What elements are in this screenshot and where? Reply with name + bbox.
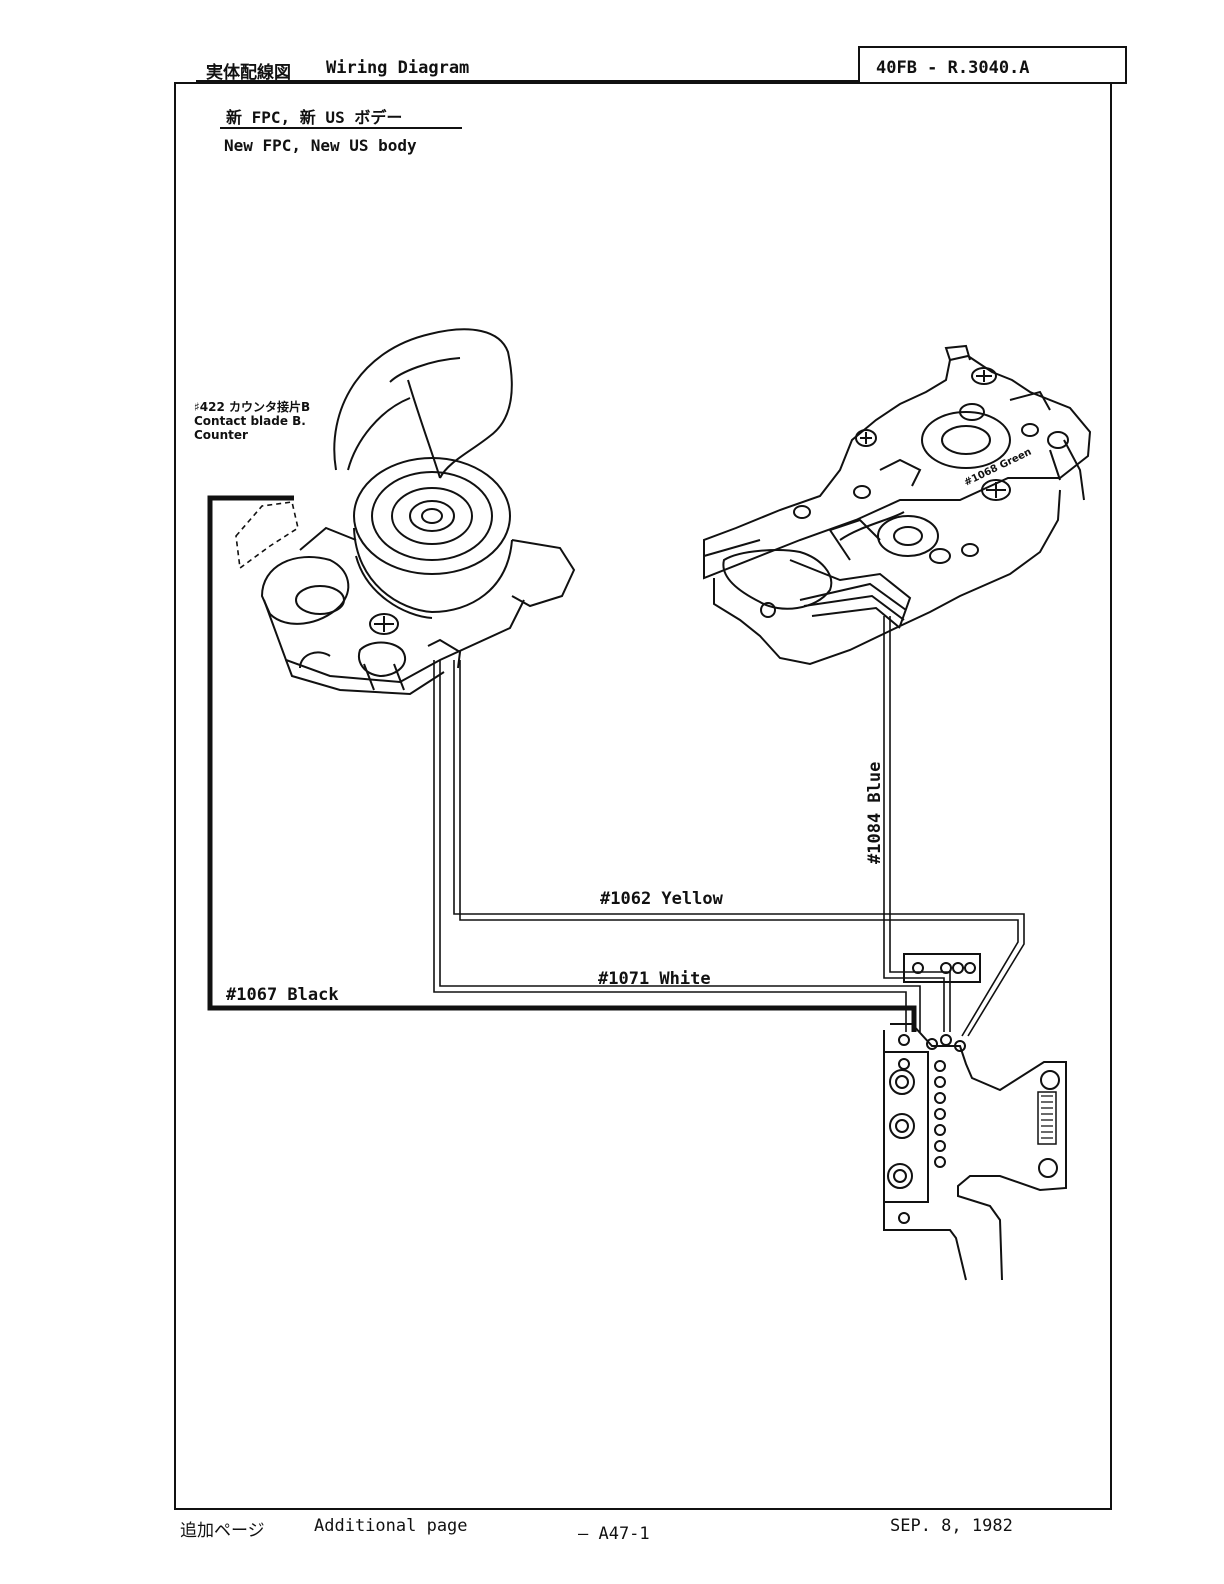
footer-page-number: — A47-1: [578, 1524, 650, 1544]
mechanism-drawing: [704, 346, 1090, 664]
label-yellow-wire: #1062 Yellow: [600, 889, 724, 909]
label-black-wire: #1067 Black: [226, 985, 339, 1005]
footer-additional-en: Additional page: [314, 1516, 468, 1536]
footer-date: SEP. 8, 1982: [890, 1516, 1013, 1536]
counter-assembly-drawing: [236, 329, 574, 694]
label-blue-wire: #1084 Blue: [865, 762, 885, 864]
label-white-wire: #1071 White: [598, 969, 711, 989]
footer-additional-jp: 追加ページ: [180, 1516, 265, 1541]
